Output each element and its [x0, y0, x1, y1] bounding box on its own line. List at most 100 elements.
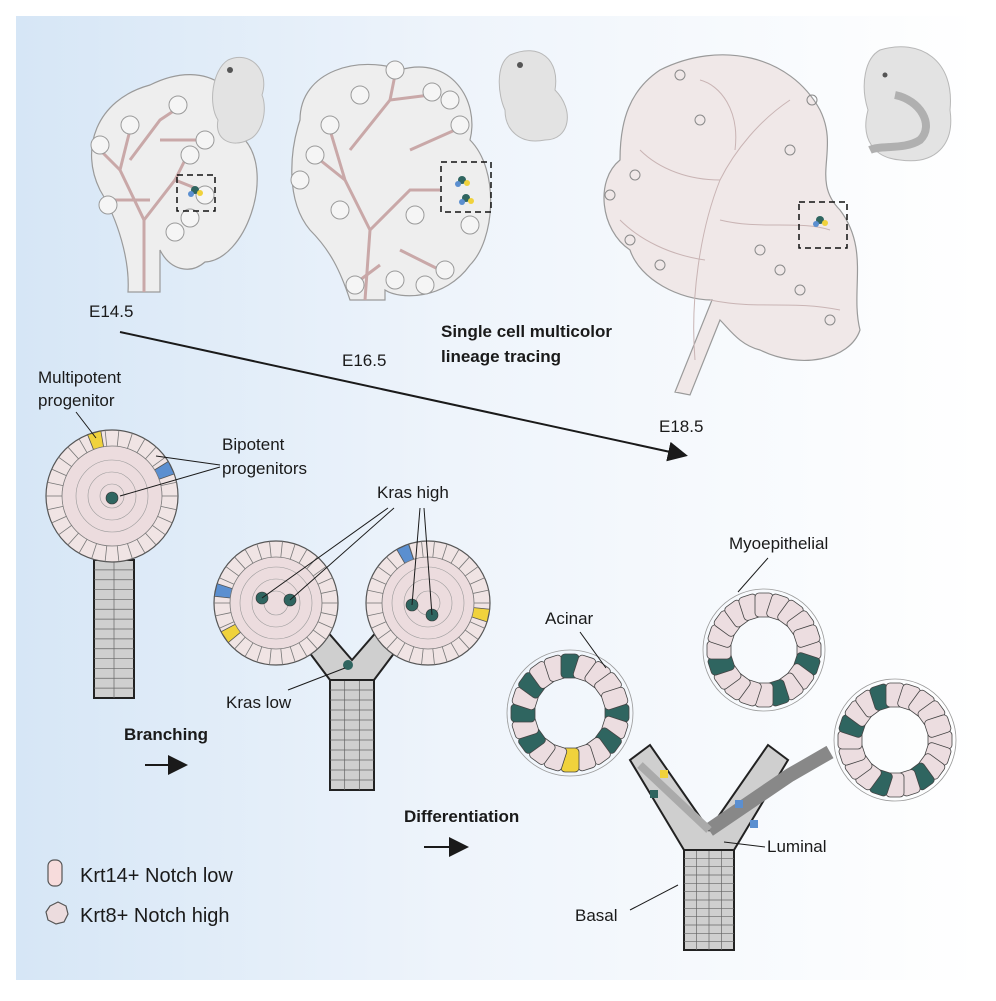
clone-blue: [459, 199, 465, 205]
multipotent-label-line2: progenitor: [38, 391, 115, 410]
labeled-duct-cell: [750, 820, 758, 828]
basal-cell-border: [320, 589, 337, 594]
legend-krt8-label: Krt8+ Notch high: [80, 905, 230, 927]
terminal-bud: [629, 169, 641, 181]
basal-cell-border: [421, 541, 424, 558]
terminal-bud: [385, 270, 405, 290]
basal-cell-border: [386, 636, 398, 650]
acinar-cell: [924, 714, 952, 738]
duct-branch: [328, 129, 372, 301]
duct-branch: [399, 248, 441, 272]
clone-yellow: [468, 198, 474, 204]
basal-cell-border: [289, 543, 296, 560]
duct-branch-left: [637, 762, 712, 833]
basal-cell-border: [280, 648, 283, 665]
basal-cell-border: [145, 446, 157, 460]
terminal-bud: [165, 222, 185, 242]
differentiation-label: Differentiation: [404, 807, 519, 826]
basal-cell-border: [464, 629, 479, 640]
terminal-bud: [195, 130, 215, 150]
kras-high-leader-3: [411, 507, 421, 606]
multipotent-leader: [75, 411, 97, 439]
leaf-vein: [693, 99, 791, 361]
myoepithelial-layer: [702, 588, 826, 712]
basal-cell-border: [78, 438, 88, 453]
basal-cell-border: [256, 543, 263, 560]
basal-cell-border: [219, 577, 235, 585]
basal-cell-border: [269, 541, 272, 558]
bipotent-leader-1: [155, 455, 221, 466]
legend: Krt14+ Notch low Krt8+ Notch high: [45, 859, 233, 927]
terminal-bud: [98, 195, 118, 215]
duct-branch: [409, 128, 456, 152]
basal-label: Basal: [575, 906, 618, 925]
terminal-bud: [320, 115, 340, 135]
single-bud: [45, 429, 179, 699]
inner-cell-ring: [403, 578, 453, 628]
basal-cell-border: [136, 539, 146, 554]
terminal-bud: [120, 115, 140, 135]
tracing-title-line2: lineage tracing: [441, 347, 561, 366]
leaf-vein: [639, 149, 721, 181]
terminal-bud: [806, 94, 818, 106]
basal-cell-border: [396, 642, 406, 657]
terminal-bud: [654, 259, 666, 271]
basal-cell-border: [91, 543, 97, 559]
basal-cell-border: [441, 543, 448, 560]
basal-cell-border: [289, 646, 296, 663]
basal-cell-border: [51, 515, 67, 524]
basal-cell-border: [215, 612, 232, 617]
inner-cell-ring: [239, 566, 313, 640]
basal-cell-border: [306, 556, 318, 570]
basal-cell-border: [464, 566, 479, 577]
leaf-vein: [709, 299, 841, 311]
duct-branch: [319, 158, 346, 182]
terminal-bud: [774, 264, 786, 276]
terminal-bud: [350, 85, 370, 105]
duct-branch: [118, 129, 146, 292]
basal-cell-border: [145, 532, 157, 546]
basal-cell-border: [469, 621, 485, 629]
terminal-bud: [440, 90, 460, 110]
clone-yellow: [822, 220, 828, 226]
terminal-bud: [305, 145, 325, 165]
basal-cell-border: [458, 556, 470, 570]
duct-branch: [359, 263, 381, 282]
legend-krt14-label: Krt14+ Notch low: [80, 865, 233, 887]
basal-cell-border: [421, 648, 424, 665]
basal-cell-border: [408, 646, 415, 663]
myoepithelial-leader: [737, 557, 769, 593]
labeled-duct-cell: [735, 800, 743, 808]
terminal-bud: [90, 135, 110, 155]
basal-cell-border: [371, 621, 387, 629]
luminal-leader: [723, 841, 766, 848]
embryo-e16-icon: [498, 50, 568, 142]
basal-cell-border: [127, 543, 133, 559]
basal-cell-border: [312, 566, 327, 577]
terminal-bud: [180, 208, 200, 228]
basal-cell-border: [469, 577, 485, 585]
terminal-bud: [330, 200, 350, 220]
basal-cell-border: [67, 532, 79, 546]
terminal-bud: [345, 275, 365, 295]
basal-cell-border: [269, 648, 272, 665]
labeled-duct-cell: [660, 770, 668, 778]
bipotent-leader-2: [119, 466, 221, 497]
basal-cell-border: [244, 549, 254, 564]
e14-gland: [90, 74, 258, 293]
terminal-bud: [415, 275, 435, 295]
terminal-bud: [385, 60, 405, 80]
basal-cell-border: [441, 646, 448, 663]
labeled-duct-cell: [650, 790, 658, 798]
basal-cell-border: [450, 549, 460, 564]
multipotent-label-line1: Multipotent: [38, 368, 121, 387]
stage-label-e14: E14.5: [89, 302, 133, 321]
clone-yellow: [197, 190, 203, 196]
basal-cell-border: [371, 577, 387, 585]
e14-inset-box: [176, 174, 216, 212]
embryo-e18-icon: [863, 46, 952, 162]
basal-cell-border: [157, 515, 173, 524]
basal-cell-border: [160, 481, 177, 486]
kras-high-leader-1: [261, 507, 389, 599]
